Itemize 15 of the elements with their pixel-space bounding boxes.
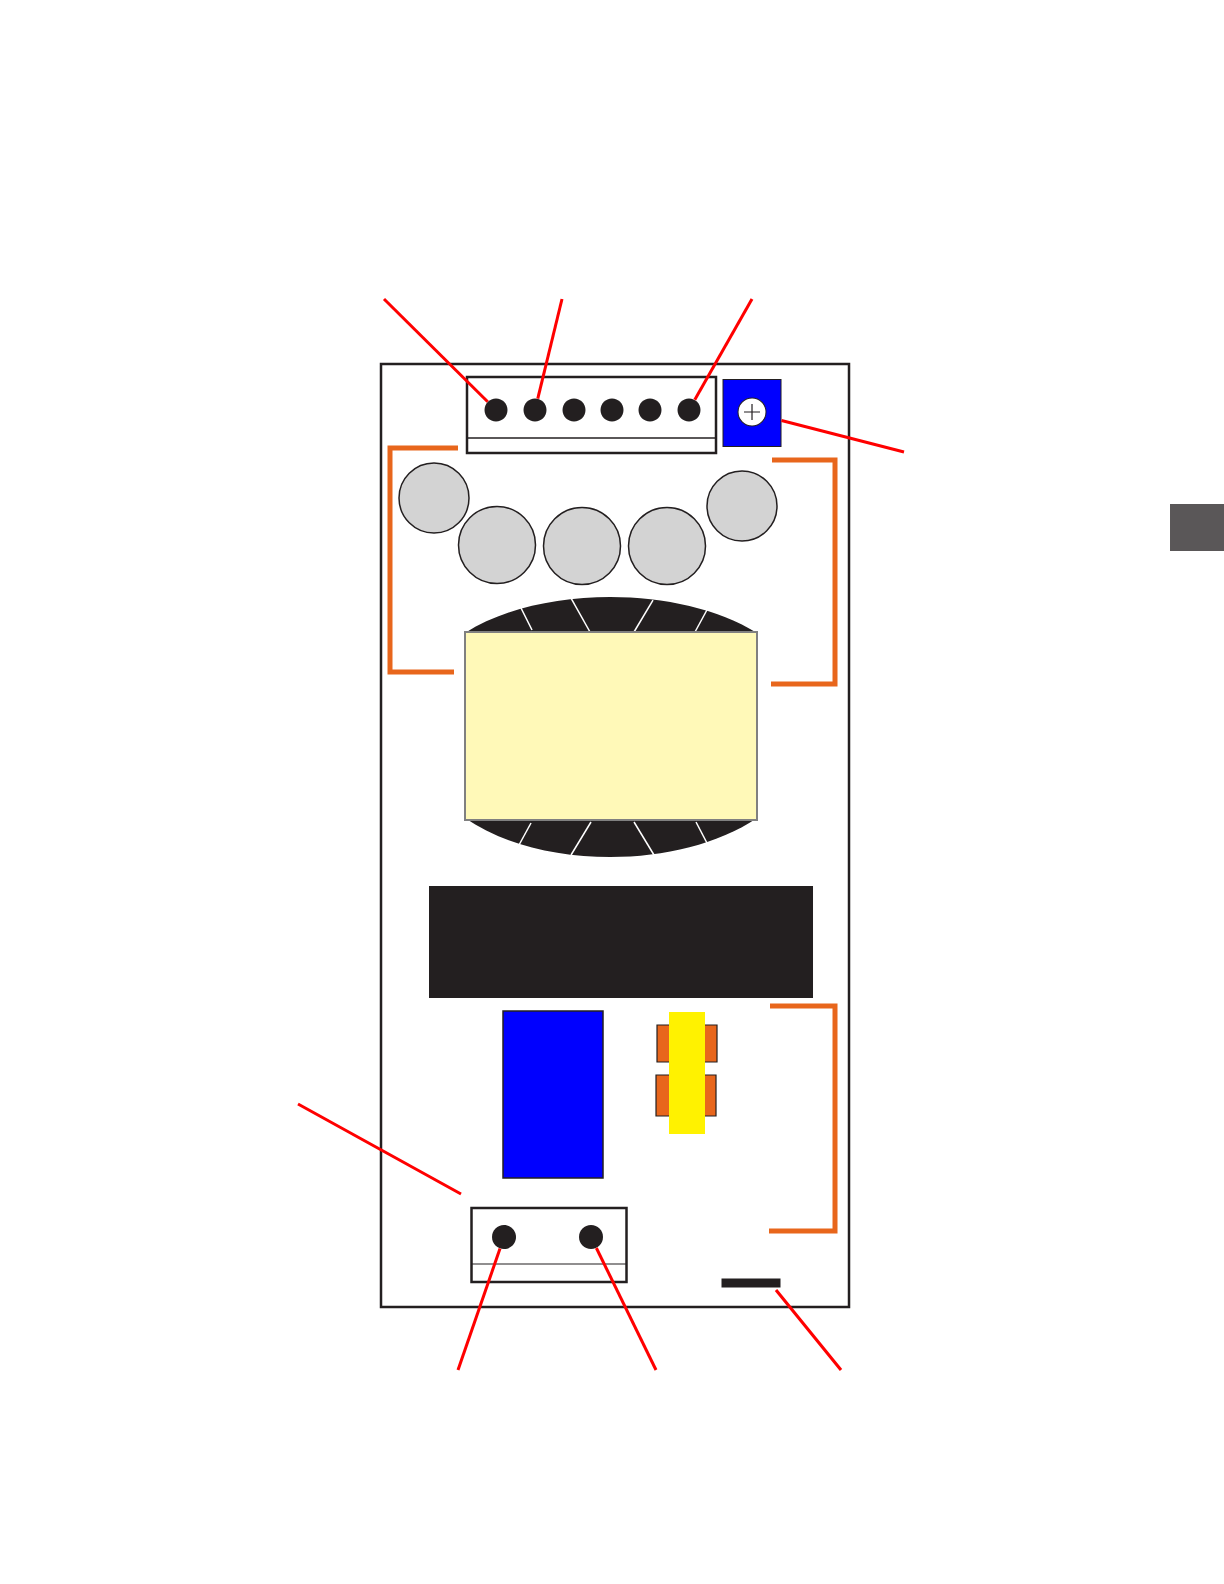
potentiometer (722, 379, 782, 447)
leader-line (536, 298, 564, 399)
pin (523, 398, 547, 422)
leader-line (781, 419, 905, 454)
pin (484, 398, 508, 422)
pin (677, 398, 701, 422)
jumper-bar (721, 1278, 781, 1288)
leader-line (456, 1248, 502, 1371)
pin (492, 1225, 516, 1249)
leader-line (297, 1102, 462, 1196)
terminal-block (470, 1206, 628, 1284)
pin (579, 1225, 603, 1249)
leader-line (693, 298, 754, 401)
leader-line (595, 1247, 658, 1371)
leader-line (774, 1289, 843, 1371)
